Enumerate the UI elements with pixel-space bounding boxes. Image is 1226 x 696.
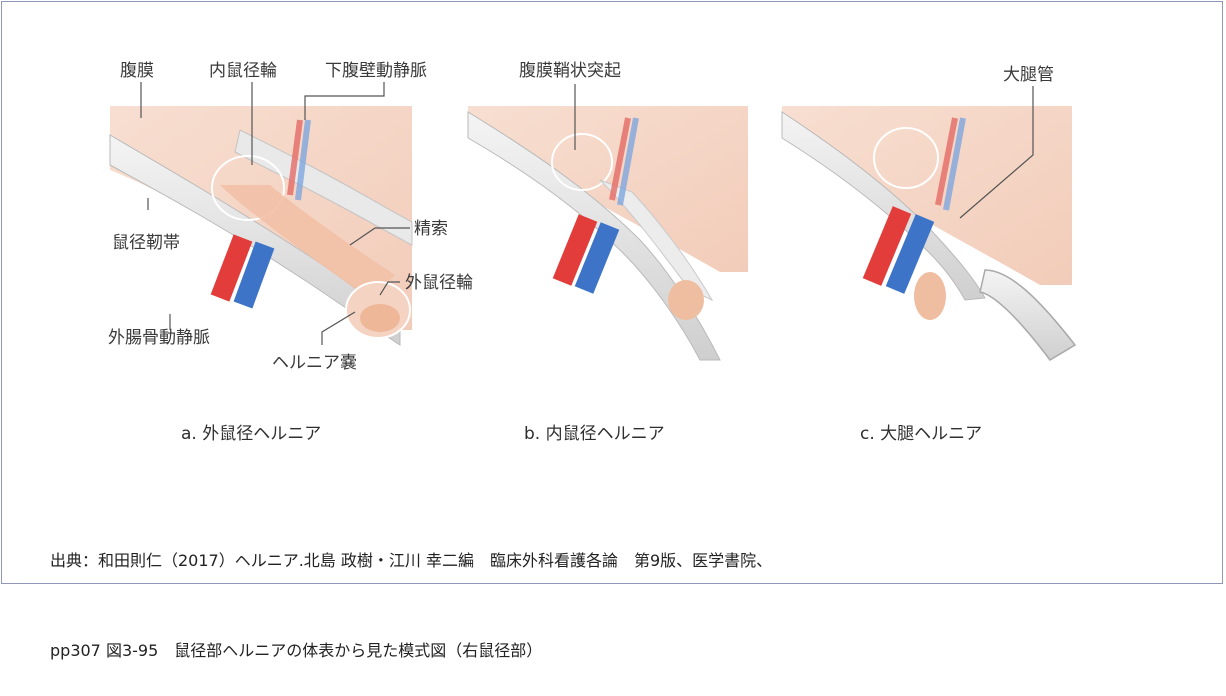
label-processus-vaginalis: 腹膜鞘状突起 [519,61,621,81]
source-line-2: pp307 図3-95 鼠径部ヘルニアの体表から見た模式図（右鼠径部） [50,641,543,660]
panel-a-iliac-vein [233,241,275,309]
panel-a-sac-tip [360,304,400,332]
label-peritoneum: 腹膜 [120,61,154,81]
panel-b-epigastric-artery [609,117,631,201]
panel-b-tissue [468,106,748,272]
label-hernia-sac: ヘルニア嚢 [272,353,357,373]
panel-c-epigastric-artery [935,117,958,206]
panel-c-iliac-vein [885,214,935,294]
panel-c-iliac-artery [862,206,912,286]
label-deep-ring: 内鼠径輪 [209,61,277,81]
panel-a: 腹膜 内鼠径輪 下腹壁動静脈 鼠径靭帯 精索 外鼠径輪 外腸骨動静脈 ヘルニア嚢… [108,61,473,444]
panel-b-epigastric-vein [617,117,639,206]
hernia-diagram: 腹膜 内鼠径輪 下腹壁動静脈 鼠径靭帯 精索 外鼠径輪 外腸骨動静脈 ヘルニア嚢… [108,61,1077,444]
panel-b-sac-tip [668,280,704,320]
source-citation: 出典：和田則仁（2017）ヘルニア.北島 政樹・江川 幸二編 臨床外科看護各論 … [50,486,772,696]
panel-a-hernia-sac [220,185,395,300]
panel-b: 腹膜鞘状突起 b. 内鼠径ヘルニア [467,61,748,444]
panel-c-leader [959,86,1034,219]
panel-a-leaders [140,82,410,345]
panel-c-epigastric-vein [943,117,966,211]
panel-c-canal [979,269,1077,361]
source-line-1: 出典：和田則仁（2017）ヘルニア.北島 政樹・江川 幸二編 臨床外科看護各論 … [50,551,773,570]
panel-b-canal [599,179,714,302]
label-inguinal-ligament: 鼠径靭帯 [112,233,180,253]
panel-c-deep-ring [873,127,939,189]
panel-b-iliac-vein [574,222,620,294]
panel-a-ligament [109,134,401,346]
panel-c-tissue [782,106,1072,285]
panel-c-femoral-sac [914,272,946,320]
label-spermatic-cord: 精索 [414,219,448,239]
panel-a-epigastric-vein [295,119,311,201]
label-superficial-ring: 外鼠径輪 [405,273,473,293]
panel-b-iliac-artery [552,214,598,286]
label-external-iliac: 外腸骨動静脈 [108,328,210,348]
caption-c: c. 大腿ヘルニア [860,424,982,444]
panel-c: 大腿管 c. 大腿ヘルニア [781,65,1077,444]
panel-a-deep-ring [211,155,285,221]
panel-a-epigastric-artery [287,119,303,196]
caption-b: b. 内鼠径ヘルニア [524,424,665,444]
panel-c-ligament [781,111,986,301]
panel-a-iliac-artery [210,234,253,302]
caption-a: a. 外鼠径ヘルニア [181,424,321,444]
label-inferior-epigastric: 下腹壁動静脈 [325,61,427,81]
label-femoral-canal: 大腿管 [1003,65,1054,85]
panel-b-deep-ring [551,133,613,191]
